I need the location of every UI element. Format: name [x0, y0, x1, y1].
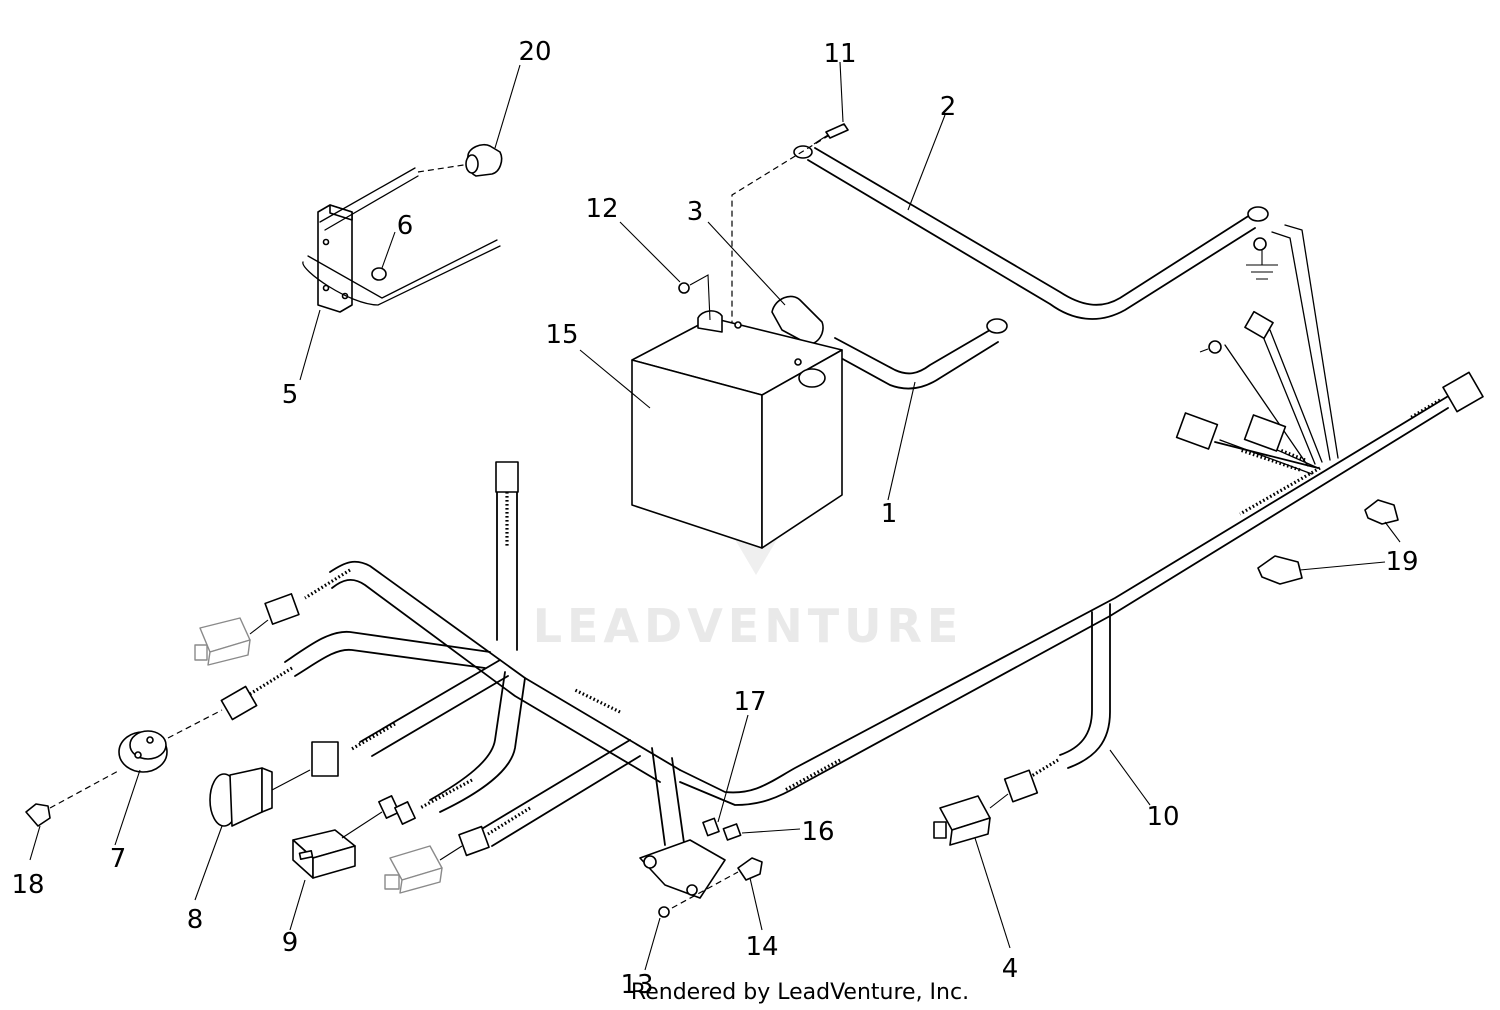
nut-12	[678, 274, 711, 321]
connector-4	[1003, 769, 1039, 803]
connector-upper-left	[264, 593, 300, 625]
callout-19: 19	[1385, 547, 1418, 577]
connector-upper-2	[1175, 412, 1219, 450]
switch-4	[933, 769, 1039, 846]
connector-upper-3	[1244, 310, 1274, 340]
callout-8: 8	[187, 905, 204, 935]
clip-19-lower	[1257, 555, 1303, 585]
bracket-assembly	[302, 143, 503, 313]
switch-grey-lower	[384, 825, 490, 894]
ground-ring	[1253, 237, 1267, 251]
connector-lower-left	[458, 825, 490, 857]
washer-6	[371, 267, 387, 281]
callout-13: 13	[620, 970, 653, 1000]
battery	[631, 310, 843, 549]
fuse-16	[722, 823, 742, 841]
callout-9: 9	[282, 928, 299, 958]
bolt-14	[737, 857, 763, 881]
callout-5: 5	[282, 380, 299, 410]
callout-7: 7	[110, 844, 127, 874]
connector-top-stub	[495, 461, 519, 493]
callout-16: 16	[801, 817, 834, 847]
watermark-text: LEADVENTURE	[533, 599, 964, 653]
cable-clips	[1257, 499, 1399, 585]
fuse-17	[702, 817, 720, 837]
ignition-switch	[118, 685, 258, 773]
fasteners-13-14	[658, 857, 763, 918]
nut-13	[658, 906, 670, 918]
lamp-switch	[209, 741, 339, 827]
battery-terminal-negative	[697, 310, 723, 333]
relay-bracket	[639, 817, 742, 899]
callout-6: 6	[397, 211, 414, 241]
connector-9-a	[378, 795, 400, 819]
connector-upper-1	[1243, 414, 1287, 452]
screw-11	[813, 123, 849, 145]
callout-1: 1	[881, 499, 898, 529]
connector-right-end	[1442, 371, 1484, 413]
ring-terminal-left	[1208, 340, 1222, 354]
main-harness	[249, 391, 1456, 851]
callout-18: 18	[11, 870, 44, 900]
ground-branches	[1175, 224, 1484, 475]
callout-10: 10	[1146, 802, 1179, 832]
callout-4: 4	[1002, 954, 1019, 984]
switch-grey-upper	[194, 593, 300, 666]
connector-8	[311, 741, 339, 777]
ground-symbol-icon	[1246, 250, 1278, 280]
clip-19-upper	[1364, 499, 1399, 525]
callout-12: 12	[585, 194, 618, 224]
hour-meter	[292, 795, 416, 879]
cable-1-terminal	[986, 318, 1008, 334]
callout-14: 14	[745, 932, 778, 962]
render-credit: Rendered by LeadVenture, Inc.	[631, 980, 969, 1005]
callout-11: 11	[823, 39, 856, 69]
callout-15: 15	[545, 320, 578, 350]
battery-terminal-positive	[798, 368, 826, 388]
cable-2-terminal-right	[1247, 206, 1269, 222]
connector-ignition	[220, 685, 258, 721]
key	[25, 769, 121, 827]
leader-lines	[29, 61, 1401, 971]
callout-20: 20	[518, 37, 551, 67]
callout-17: 17	[733, 687, 766, 717]
callout-3: 3	[687, 197, 704, 227]
connector-9-b	[394, 801, 416, 825]
callout-2: 2	[940, 92, 957, 122]
callouts: 1 2 3 4 5 6 7 8 9 10 11 12 13 14 15 16 1…	[11, 37, 1418, 1000]
